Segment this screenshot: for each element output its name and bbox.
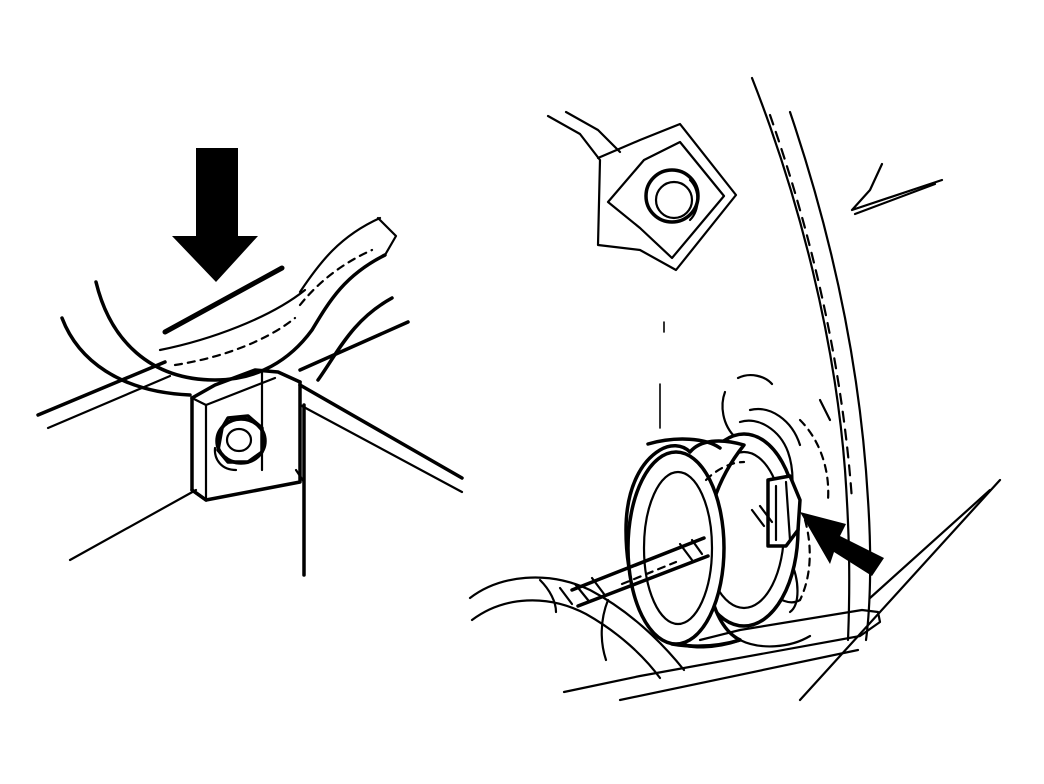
frame-rail: [36, 320, 464, 577]
down-arrow-icon: [172, 148, 258, 282]
clamp-bracket: [190, 368, 302, 502]
mount-bolt-plate: [546, 110, 738, 272]
clamp-detail-view: [36, 148, 464, 577]
control-arm: [468, 576, 686, 680]
body-panel-edge: [750, 76, 944, 642]
lower-panel: [562, 478, 1002, 702]
stabilizer-bar: [60, 216, 398, 397]
bushing-press-view: [468, 76, 1002, 702]
clamp-nut: [213, 414, 267, 472]
threaded-rod: [558, 504, 774, 608]
pointer-arrow-icon: [800, 512, 884, 576]
center-marks: [659, 321, 665, 429]
puller-nut: [766, 474, 802, 548]
